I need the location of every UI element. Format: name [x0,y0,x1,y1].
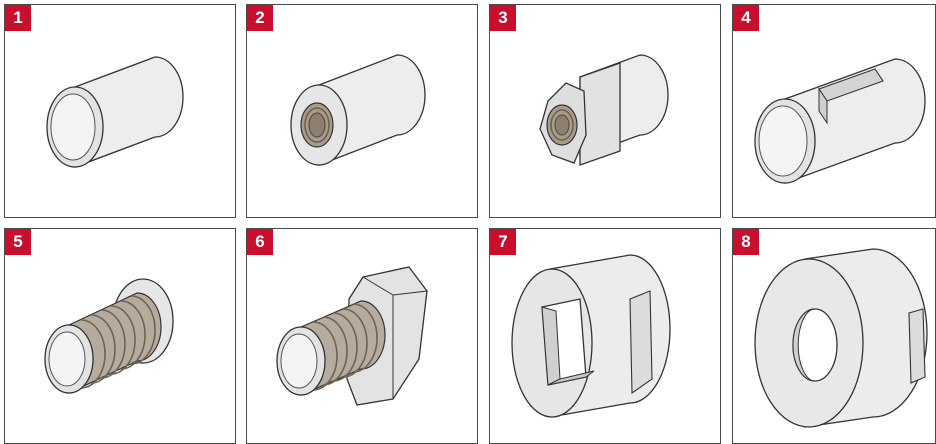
plain-cylinder-illustration [46,56,184,168]
panel-number-badge: 1 [5,5,31,31]
thread-ring [308,112,326,138]
panel-number-badge: 7 [490,229,516,255]
hex-head-stud-illustration [276,266,428,406]
square-hole-disc-illustration [511,254,671,418]
cylinder-chamfer [758,105,808,177]
disc-flat-side [908,308,926,384]
hex-cylinder-illustration [539,54,669,166]
square-hole-bottom-wall [547,370,595,386]
panel-1: 1 [4,4,236,218]
panel-number-badge: 2 [247,5,273,31]
hex-flat-face [579,62,621,166]
panel-number-badge: 6 [247,229,273,255]
thread-ring [304,107,330,143]
stud-chamfer [280,333,318,389]
thread-ring [554,114,570,136]
threaded-stud-illustration [44,278,174,394]
panel-5: 5 [4,228,236,444]
panel-2: 2 [246,4,478,218]
panel-number-badge: 8 [733,229,759,255]
round-hole-inner-wall [792,308,816,382]
thread-lines [80,295,156,389]
threaded-bore-cylinder-illustration [290,54,426,166]
panel-4: 4 [732,4,936,218]
disc-flat-side [629,290,653,395]
stud-chamfer [48,331,86,387]
panel-6: 6 [246,228,478,444]
slotted-cylinder-illustration [754,58,926,184]
panel-number-badge: 3 [490,5,516,31]
round-hole-disc-illustration [754,248,928,428]
panel-number-badge: 4 [733,5,759,31]
hex-edge [362,276,394,296]
panel-8: 8 [732,228,936,444]
thread-lines [312,303,378,391]
panel-7: 7 [489,228,721,444]
panel-3: 3 [489,4,721,218]
cylinder-chamfer [50,93,96,161]
hex-edge [392,290,428,296]
thread-ring [550,109,574,141]
slot-flat [818,87,828,125]
panel-number-badge: 5 [5,229,31,255]
